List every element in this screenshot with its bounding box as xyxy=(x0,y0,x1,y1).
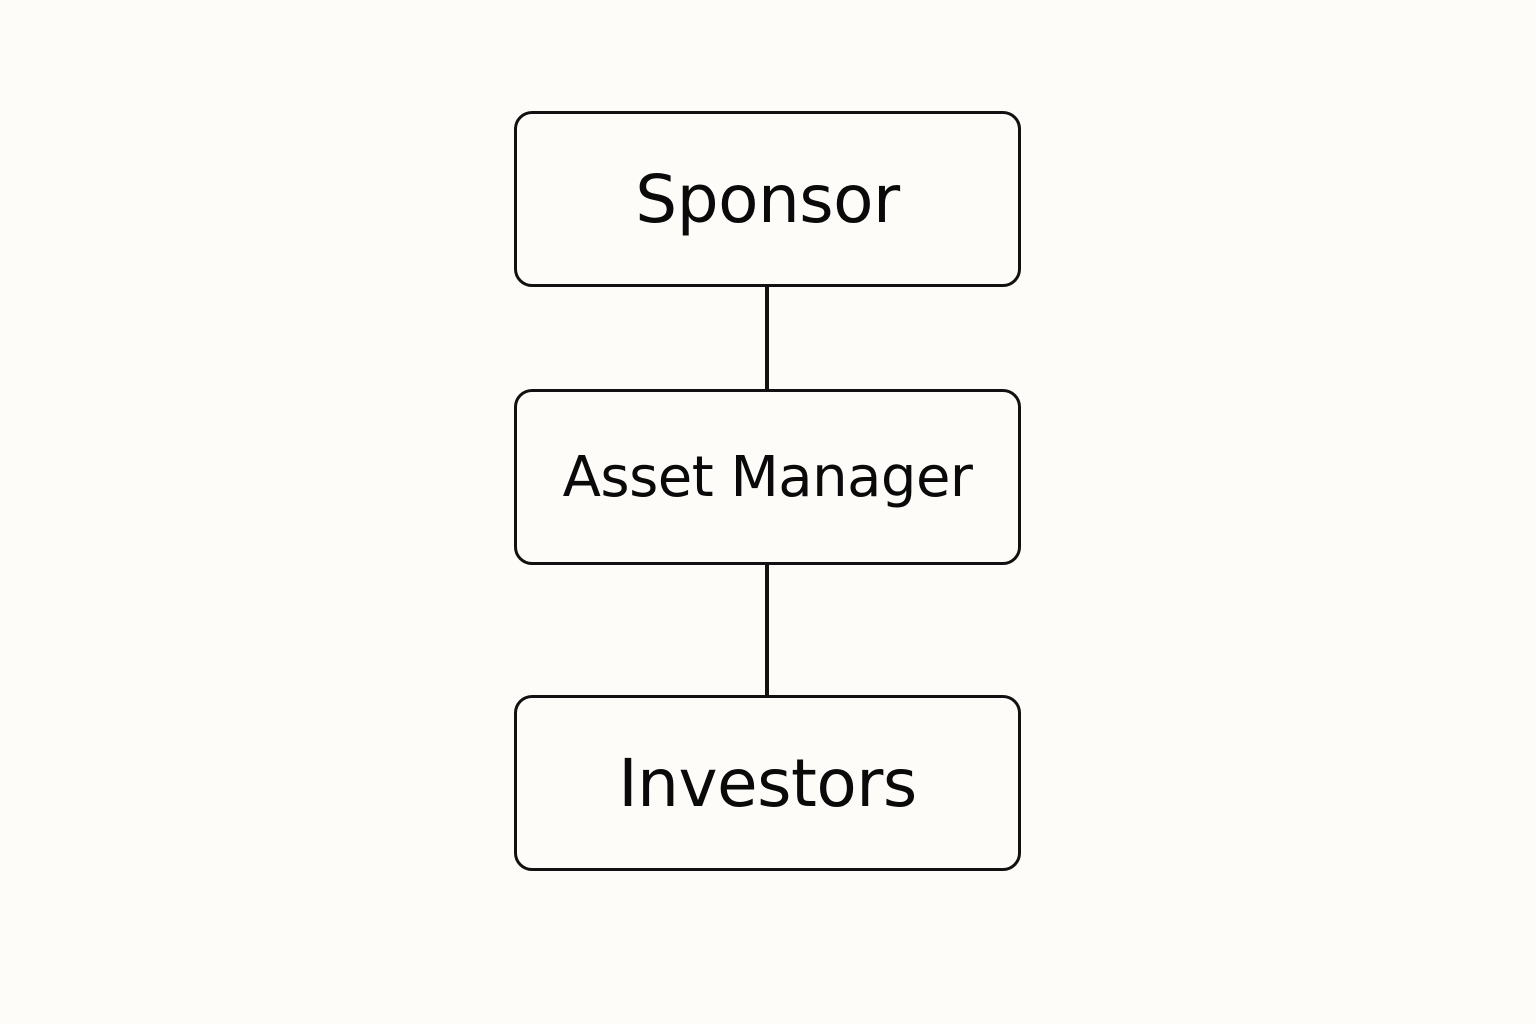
node-sponsor: Sponsor xyxy=(514,111,1021,287)
node-investors-label: Investors xyxy=(618,744,917,822)
node-asset-manager: Asset Manager xyxy=(514,389,1021,565)
node-asset-manager-label: Asset Manager xyxy=(562,444,973,510)
connector-sponsor-to-asset-manager xyxy=(765,287,769,389)
node-investors: Investors xyxy=(514,695,1021,871)
node-sponsor-label: Sponsor xyxy=(635,160,900,238)
connector-asset-manager-to-investors xyxy=(765,565,769,695)
